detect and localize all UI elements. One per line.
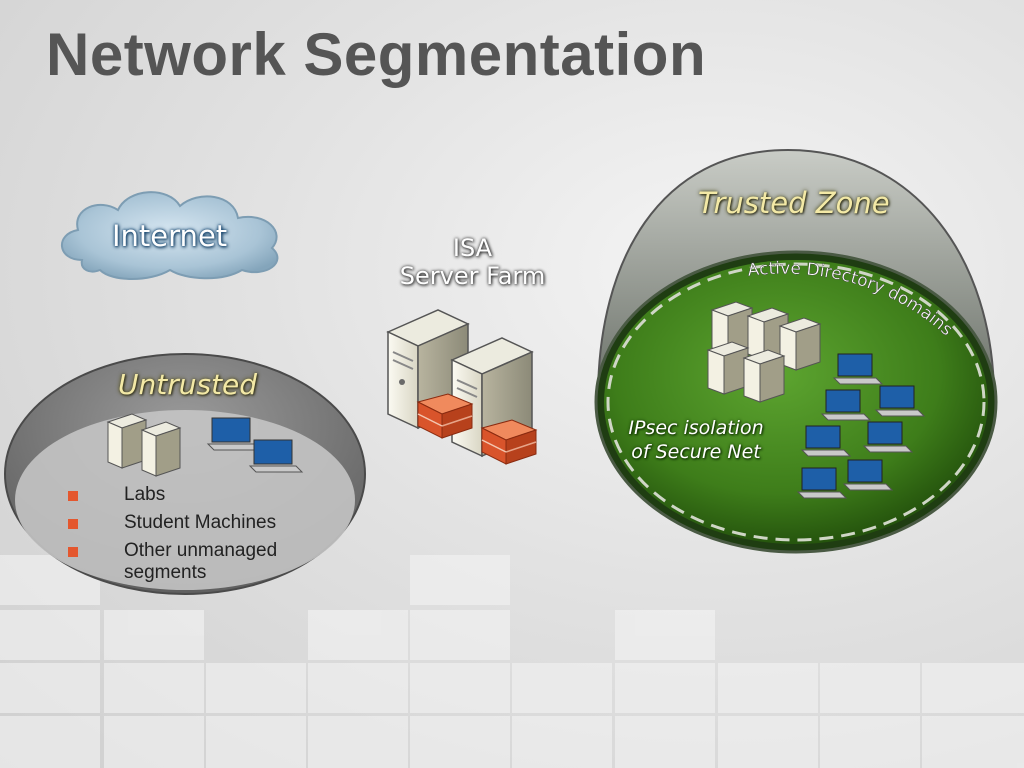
list-item: Labs bbox=[64, 484, 324, 506]
untrusted-zone bbox=[4, 353, 366, 595]
ipsec-line2: of Secure Net bbox=[631, 441, 761, 463]
laptop-icon bbox=[862, 421, 914, 453]
list-item: Other unmanaged segments bbox=[64, 540, 324, 584]
list-item: Student Machines bbox=[64, 512, 324, 534]
isa-server-farm-graphic bbox=[386, 309, 538, 465]
server-icon bbox=[778, 317, 822, 371]
laptop-icon bbox=[206, 417, 262, 451]
server-icon bbox=[106, 413, 148, 469]
server-icon bbox=[140, 421, 182, 477]
internet-label: Internet bbox=[112, 219, 228, 253]
laptop-icon bbox=[800, 425, 852, 457]
laptop-icon bbox=[248, 439, 304, 473]
untrusted-label: Untrusted bbox=[118, 368, 258, 401]
server-icon bbox=[742, 349, 786, 403]
ipsec-isolation-label: IPsec isolation of Secure Net bbox=[616, 416, 776, 464]
laptop-icon bbox=[820, 389, 872, 421]
firewall-icon bbox=[416, 393, 474, 439]
slide-title: Network Segmentation bbox=[46, 21, 707, 88]
laptop-icon bbox=[874, 385, 926, 417]
cloud-icon bbox=[60, 191, 279, 280]
laptop-icon bbox=[796, 467, 848, 499]
trusted-zone-label: Trusted Zone bbox=[698, 186, 890, 220]
firewall-icon bbox=[480, 419, 538, 465]
isa-server-farm-label: ISA Server Farm bbox=[390, 234, 555, 290]
ipsec-line1: IPsec isolation bbox=[628, 417, 764, 439]
floor-grid-decoration bbox=[0, 555, 1024, 768]
untrusted-bullet-list: Labs Student Machines Other unmanaged se… bbox=[64, 484, 324, 590]
laptop-icon bbox=[832, 353, 884, 385]
isa-label-line2: Server Farm bbox=[399, 262, 546, 290]
isa-label-line1: ISA bbox=[452, 234, 493, 262]
trusted-zone: Active Directory domains bbox=[594, 148, 998, 554]
laptop-icon bbox=[842, 459, 894, 491]
server-icon bbox=[706, 341, 750, 395]
